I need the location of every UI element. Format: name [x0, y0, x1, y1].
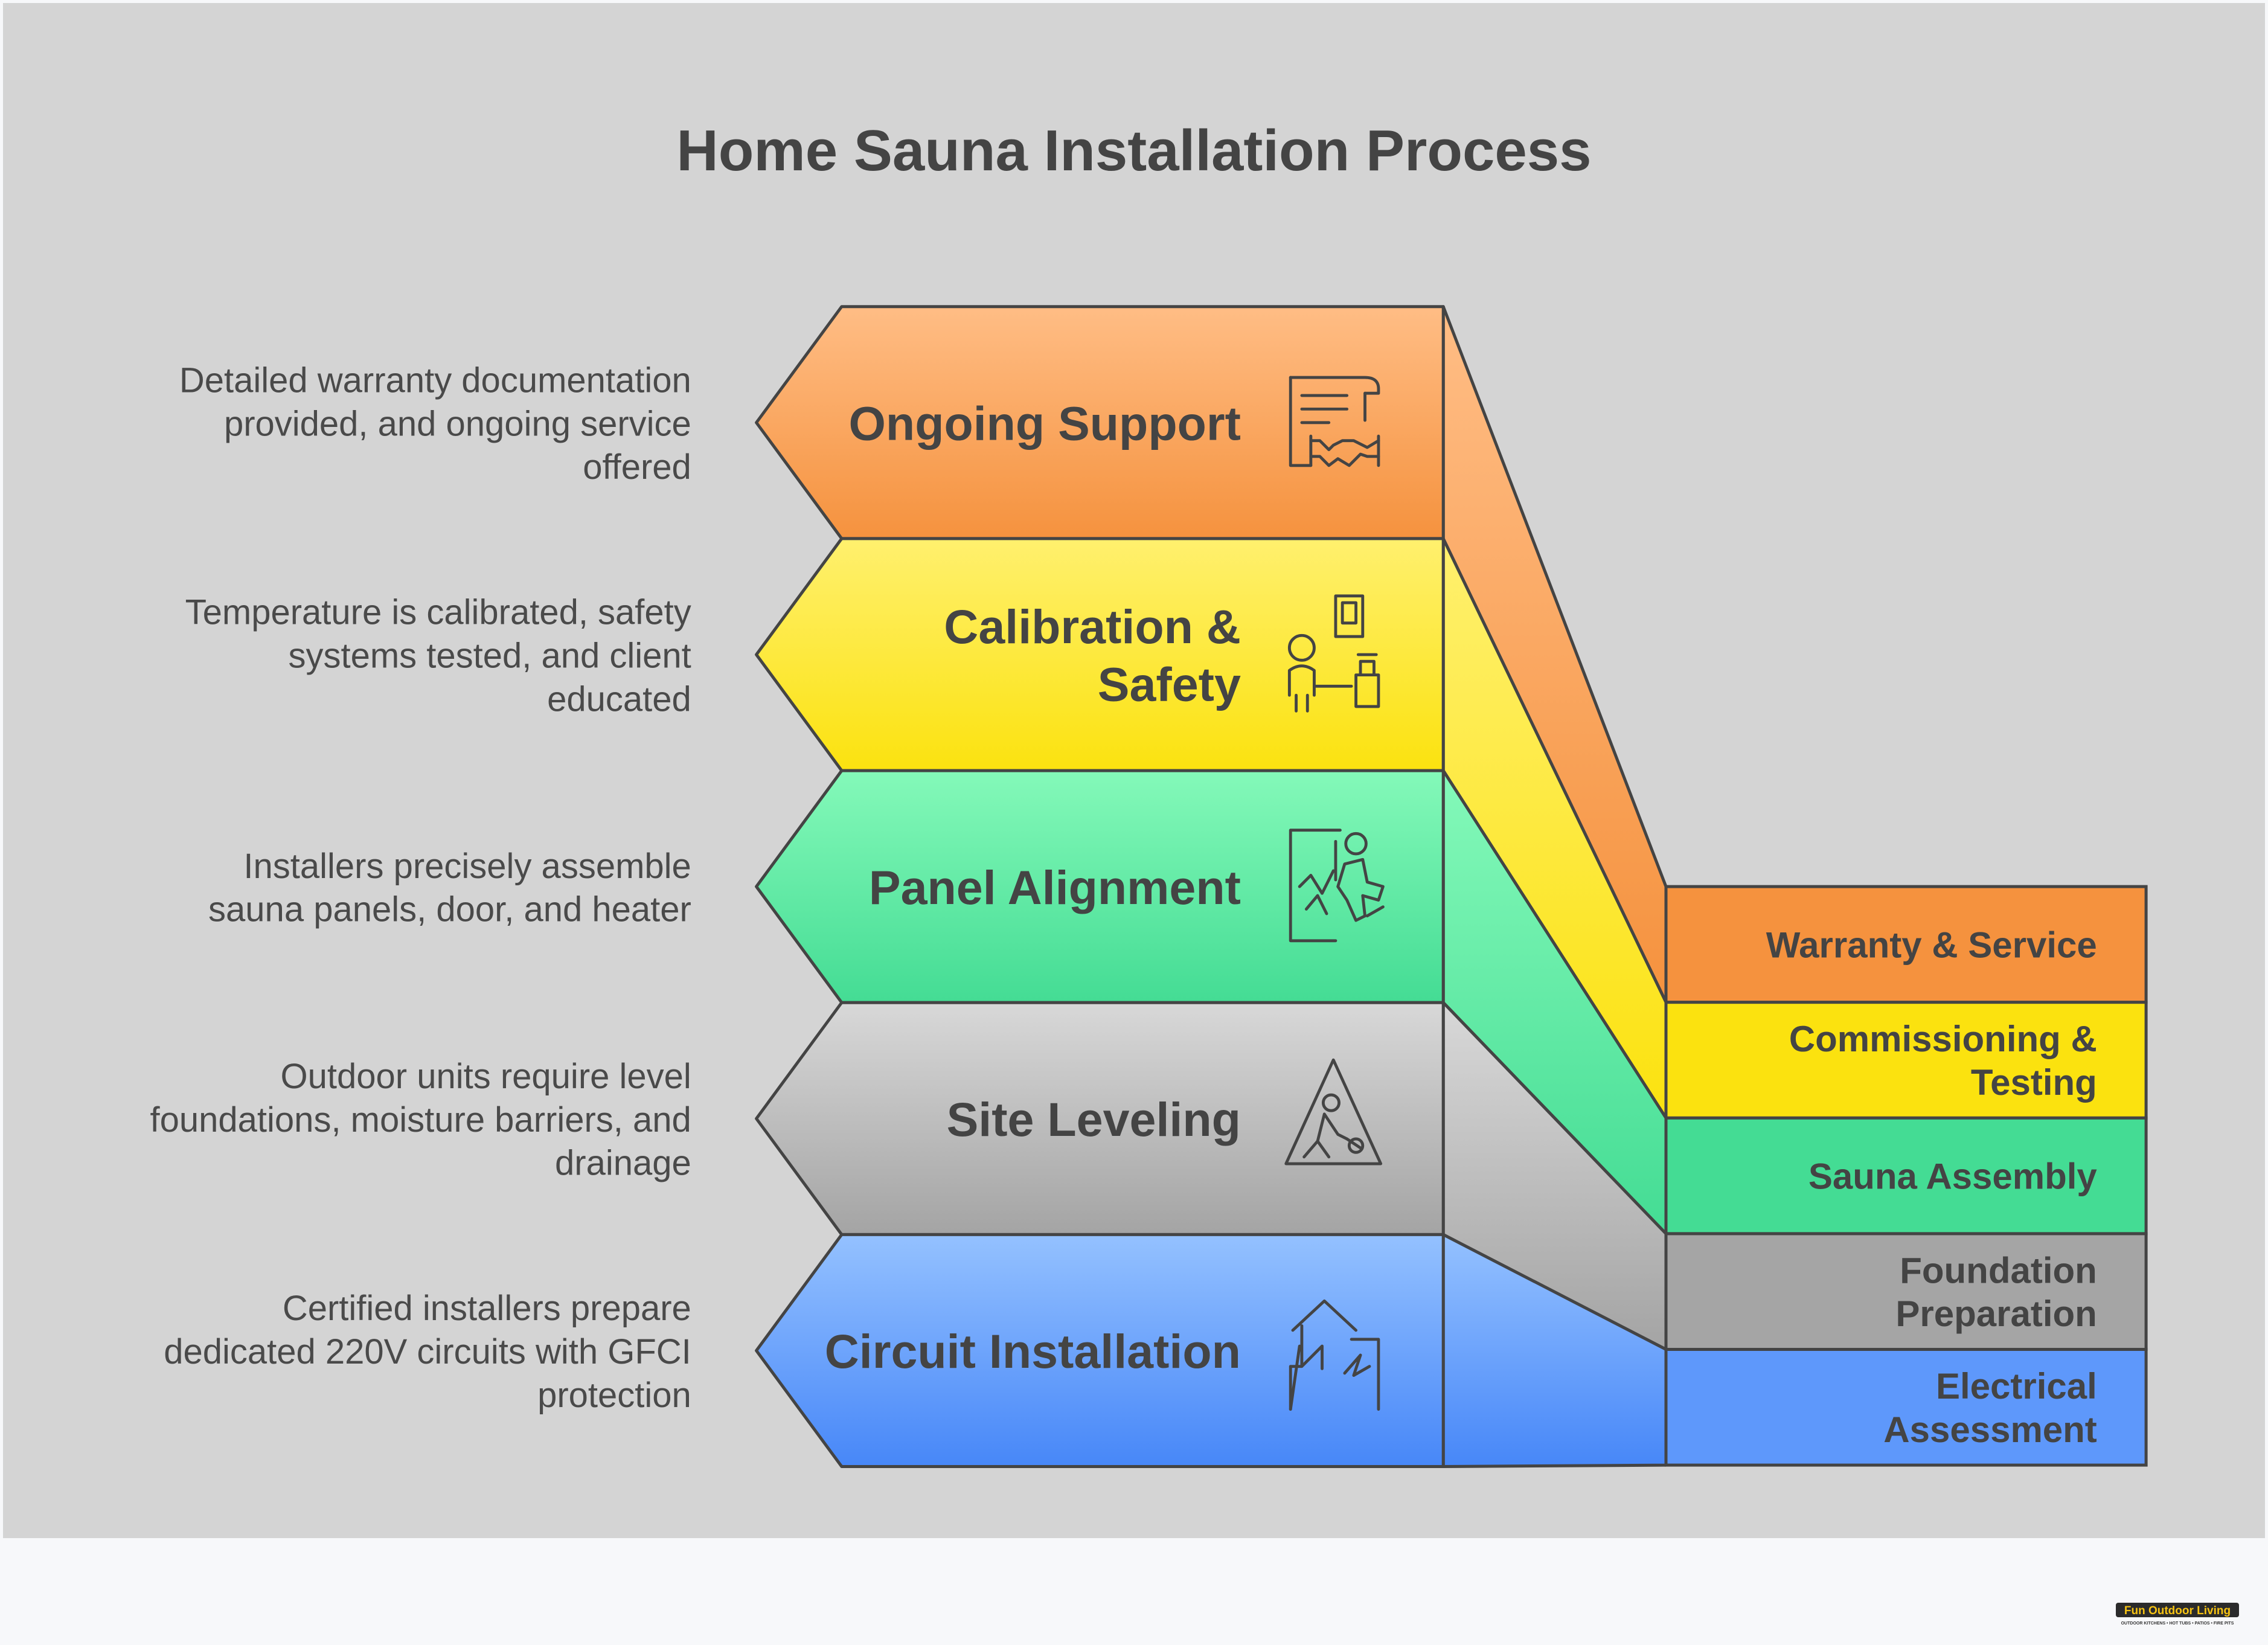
step-description: foundations, moisture barriers, and — [150, 1100, 691, 1140]
phase-label: Testing — [1971, 1062, 2097, 1103]
electrical-house-icon — [1289, 1299, 1380, 1411]
step-description: drainage — [555, 1144, 691, 1183]
step-label: Panel Alignment — [869, 861, 1241, 914]
phase-label: Preparation — [1895, 1294, 2097, 1334]
logo-brand-text: Fun Outdoor Living — [2124, 1605, 2231, 1617]
phase-label: Assessment — [1883, 1409, 2097, 1450]
phase-block — [1664, 1001, 2148, 1120]
step-description: Detailed warranty documentation — [179, 361, 691, 400]
step-arrow — [755, 769, 1445, 1004]
step-arrow — [755, 305, 1445, 540]
step-descriptions: Detailed warranty documentation provided,… — [150, 361, 691, 1415]
step-label: Ongoing Support — [848, 397, 1240, 451]
step-description: offered — [583, 447, 691, 487]
step-description: Installers precisely assemble — [243, 847, 691, 886]
step-description: protection — [537, 1376, 691, 1415]
step-description: sauna panels, door, and heater — [208, 890, 691, 929]
step-description: Temperature is calibrated, safety — [185, 593, 691, 632]
phase-label: Sauna Assembly — [1808, 1156, 2098, 1197]
phase-block — [1664, 1116, 2148, 1236]
calibration-person-icon — [1287, 594, 1380, 713]
logo-tagline: OUTDOOR KITCHENS • HOT TUBS • PATIOS • F… — [2121, 1621, 2234, 1626]
brand-logo: Fun Outdoor Living OUTDOOR KITCHENS • HO… — [2113, 1602, 2246, 1627]
step-icons — [1284, 376, 1385, 1411]
step-arrow — [755, 1233, 1445, 1468]
construction-sign-icon — [1284, 1058, 1383, 1166]
step-arrow — [755, 537, 1445, 772]
phase-label: Warranty & Service — [1766, 925, 2097, 966]
step-description: dedicated 220V circuits with GFCI — [164, 1332, 691, 1371]
step-label: Circuit Installation — [825, 1324, 1241, 1378]
diagram-title: Home Sauna Installation Process — [676, 118, 1591, 183]
phase-block — [1664, 1348, 2148, 1467]
step-description: Certified installers prepare — [283, 1289, 691, 1328]
step-label: Safety — [1098, 658, 1241, 711]
step-arrow — [755, 1001, 1445, 1236]
phase-label: Foundation — [1900, 1250, 2097, 1291]
phase-block — [1664, 1232, 2148, 1352]
step-label: Calibration & — [944, 600, 1241, 653]
panel-assembly-icon — [1289, 829, 1385, 943]
step-description: systems tested, and client — [288, 637, 691, 676]
phase-label: Commissioning & — [1789, 1019, 2097, 1059]
phase-block — [1664, 885, 2148, 1004]
warranty-handshake-icon — [1289, 376, 1380, 467]
step-description: provided, and ongoing service — [224, 404, 691, 443]
step-description: Outdoor units require level — [281, 1057, 691, 1096]
step-description: educated — [547, 679, 691, 719]
phase-label: Electrical — [1936, 1366, 2097, 1406]
step-label: Site Leveling — [947, 1092, 1241, 1146]
